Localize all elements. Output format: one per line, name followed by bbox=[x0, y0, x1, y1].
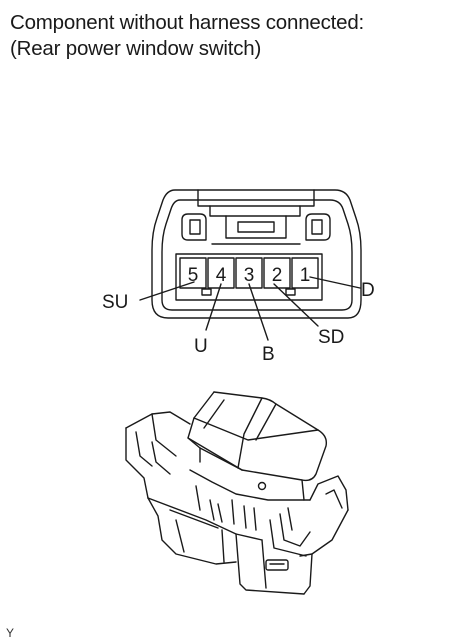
connector-inner-housing bbox=[161, 199, 353, 311]
connector-latch bbox=[197, 189, 315, 207]
pin-3: 3 bbox=[244, 265, 255, 286]
terminal-frame bbox=[175, 253, 323, 301]
label-su: SU bbox=[102, 292, 128, 313]
connector-outer-housing bbox=[151, 189, 362, 319]
label-d: D bbox=[361, 280, 375, 301]
pin-5: 5 bbox=[188, 265, 199, 286]
terminal-labels: SU U B SD D bbox=[102, 280, 375, 365]
pin-4: 4 bbox=[216, 265, 227, 286]
connector-left-tab bbox=[181, 213, 207, 241]
figure-code: Y bbox=[6, 626, 15, 640]
connector-right-tab bbox=[305, 213, 331, 241]
switch-body bbox=[125, 391, 349, 595]
leader-u bbox=[205, 283, 222, 331]
caption: Component without harness connected: (Re… bbox=[10, 10, 364, 62]
caption-line-1: Component without harness connected: bbox=[10, 11, 365, 34]
pin-cells bbox=[179, 257, 319, 289]
leader-su bbox=[139, 281, 195, 301]
pin-1: 1 bbox=[300, 265, 311, 286]
leader-d bbox=[309, 276, 361, 289]
leader-b bbox=[248, 283, 269, 341]
label-u: U bbox=[194, 336, 208, 357]
caption-line-2: (Rear power window switch) bbox=[10, 37, 262, 60]
label-sd: SD bbox=[318, 327, 344, 348]
leader-sd bbox=[273, 283, 319, 327]
pin-numbers: 5 4 3 2 1 bbox=[188, 265, 311, 286]
label-b: B bbox=[262, 344, 275, 365]
pin-2: 2 bbox=[272, 265, 283, 286]
